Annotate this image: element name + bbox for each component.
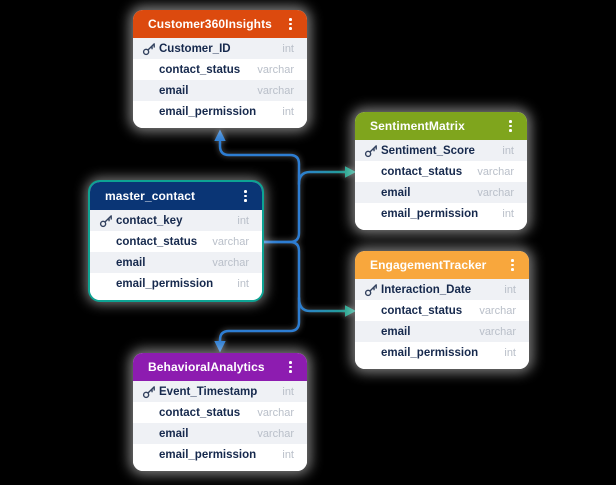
connection-master-to-behavioralanalytics[interactable] xyxy=(218,240,301,344)
field-name: contact_status xyxy=(381,304,463,317)
field-type: varchar xyxy=(257,63,294,76)
kebab-menu-icon[interactable] xyxy=(287,15,294,33)
field-type: varchar xyxy=(479,304,516,317)
field-row-Sentiment_Score[interactable]: Sentiment_Score int xyxy=(355,140,527,161)
arrowhead-customer360insights-icon xyxy=(214,129,226,141)
kebab-menu-icon[interactable] xyxy=(507,117,514,135)
field-name: email_permission xyxy=(381,346,479,359)
field-row-email[interactable]: email varchar xyxy=(133,423,307,444)
field-row-contact_status[interactable]: contact_status varchar xyxy=(355,161,527,182)
field-name: contact_status xyxy=(116,235,198,248)
field-name: Event_Timestamp xyxy=(159,385,258,398)
field-type: int xyxy=(504,346,516,359)
table-header-master_contact[interactable]: master_contact xyxy=(90,182,262,210)
field-type: varchar xyxy=(257,406,294,419)
field-type: varchar xyxy=(212,235,249,248)
field-row-email_permission[interactable]: email_permission int xyxy=(133,444,307,465)
field-row-contact_status[interactable]: contact_status varchar xyxy=(133,402,307,423)
field-type: varchar xyxy=(479,325,516,338)
connection-master-to-customer360insights[interactable] xyxy=(218,140,301,244)
field-row-contact_status[interactable]: contact_status varchar xyxy=(355,300,529,321)
field-row-email[interactable]: email varchar xyxy=(355,321,529,342)
field-row-email_permission[interactable]: email_permission int xyxy=(355,342,529,363)
field-name: email_permission xyxy=(381,207,479,220)
kebab-menu-icon[interactable] xyxy=(509,256,516,274)
field-type: int xyxy=(502,144,514,157)
field-name: contact_status xyxy=(159,63,241,76)
field-name: email_permission xyxy=(159,105,257,118)
field-row-contact_status[interactable]: contact_status varchar xyxy=(133,59,307,80)
field-name: email_permission xyxy=(116,277,214,290)
primary-key-icon xyxy=(133,41,159,56)
field-type: int xyxy=(504,283,516,296)
connection-master-to-sentimentmatrix[interactable] xyxy=(297,170,347,186)
field-row-email[interactable]: email varchar xyxy=(133,80,307,101)
field-row-Event_Timestamp[interactable]: Event_Timestamp int xyxy=(133,381,307,402)
table-header-customer360insights[interactable]: Customer360Insights xyxy=(133,10,307,38)
arrowhead-behavioralanalytics-icon xyxy=(214,341,226,353)
field-name: Customer_ID xyxy=(159,42,231,55)
field-row-email_permission[interactable]: email_permission int xyxy=(90,273,262,294)
table-title: EngagementTracker xyxy=(370,258,487,272)
field-type: int xyxy=(282,42,294,55)
field-name: email xyxy=(381,325,411,338)
table-header-engagementtracker[interactable]: EngagementTracker xyxy=(355,251,529,279)
field-type: int xyxy=(502,207,514,220)
field-row-email_permission[interactable]: email_permission int xyxy=(133,101,307,122)
arrowhead-sentimentmatrix-icon xyxy=(345,166,356,178)
table-title: Customer360Insights xyxy=(148,17,272,31)
field-type: varchar xyxy=(212,256,249,269)
kebab-menu-icon[interactable] xyxy=(242,187,249,205)
primary-key-icon xyxy=(355,282,381,297)
field-name: email_permission xyxy=(159,448,257,461)
primary-key-icon xyxy=(355,143,381,158)
table-title: SentimentMatrix xyxy=(370,119,465,133)
field-type: varchar xyxy=(477,165,514,178)
field-row-email[interactable]: email varchar xyxy=(90,252,262,273)
field-type: varchar xyxy=(257,427,294,440)
field-row-Interaction_Date[interactable]: Interaction_Date int xyxy=(355,279,529,300)
field-name: Interaction_Date xyxy=(381,283,472,296)
field-type: int xyxy=(237,277,249,290)
field-type: int xyxy=(237,214,249,227)
field-name: contact_key xyxy=(116,214,183,227)
kebab-menu-icon[interactable] xyxy=(287,358,294,376)
field-name: email xyxy=(381,186,411,199)
field-type: int xyxy=(282,105,294,118)
field-name: email xyxy=(159,427,189,440)
field-type: varchar xyxy=(477,186,514,199)
field-name: contact_status xyxy=(159,406,241,419)
field-row-contact_key[interactable]: contact_key int xyxy=(90,210,262,231)
connection-master-to-engagementtracker[interactable] xyxy=(297,296,347,313)
table-header-sentimentmatrix[interactable]: SentimentMatrix xyxy=(355,112,527,140)
field-type: int xyxy=(282,448,294,461)
field-name: email xyxy=(159,84,189,97)
table-title: master_contact xyxy=(105,189,196,203)
field-type: int xyxy=(282,385,294,398)
primary-key-icon xyxy=(90,213,116,228)
field-row-email_permission[interactable]: email_permission int xyxy=(355,203,527,224)
field-name: contact_status xyxy=(381,165,463,178)
table-header-behavioralanalytics[interactable]: BehavioralAnalytics xyxy=(133,353,307,381)
table-title: BehavioralAnalytics xyxy=(148,360,265,374)
field-row-Customer_ID[interactable]: Customer_ID int xyxy=(133,38,307,59)
arrowhead-engagementtracker-icon xyxy=(345,305,356,317)
field-name: Sentiment_Score xyxy=(381,144,475,157)
field-row-contact_status[interactable]: contact_status varchar xyxy=(90,231,262,252)
field-type: varchar xyxy=(257,84,294,97)
primary-key-icon xyxy=(133,384,159,399)
field-name: email xyxy=(116,256,146,269)
field-row-email[interactable]: email varchar xyxy=(355,182,527,203)
